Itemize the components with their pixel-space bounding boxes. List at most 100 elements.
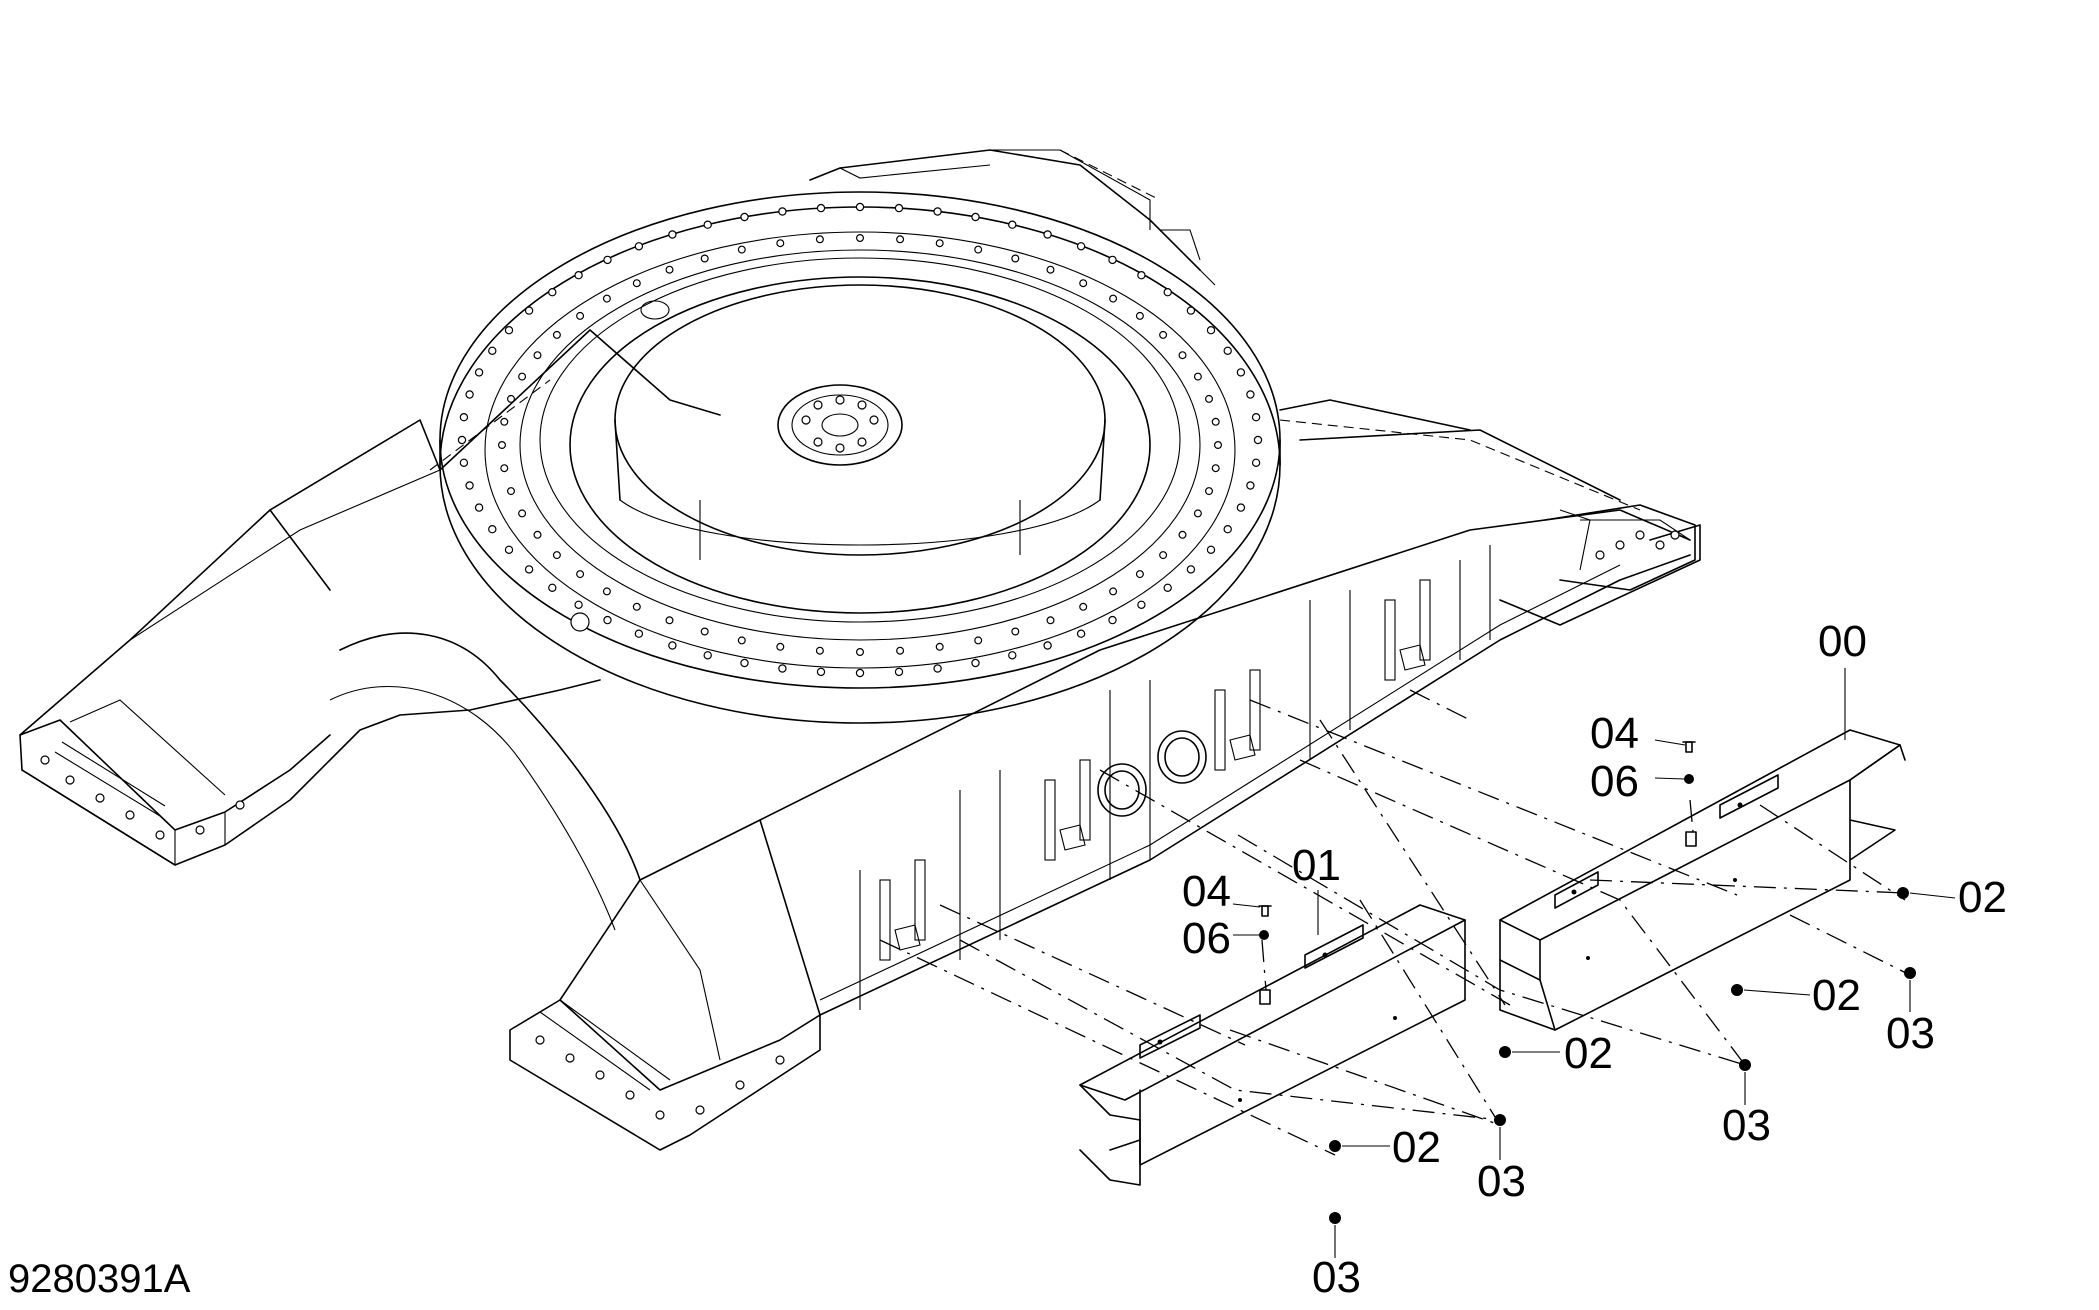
ring-bolt-hole [632, 279, 641, 288]
ring-bolt-hole [1046, 265, 1055, 274]
ring-bolt-hole [504, 545, 514, 555]
ring-bolt-hole [548, 288, 557, 297]
ring-bolt-hole [1246, 481, 1255, 490]
ring-bolt-hole [500, 417, 509, 426]
ring-bolt-hole [1043, 641, 1052, 650]
ring-bolt-hole [1108, 615, 1117, 625]
ring-bolt-hole [488, 346, 497, 355]
ring-bolt-hole [459, 458, 469, 467]
ring-bolt-hole [1163, 288, 1172, 297]
ring-bolt-hole [576, 311, 585, 320]
ring-bolt-hole [504, 326, 514, 335]
ring-bolt-hole [488, 525, 497, 534]
ring-bolt-hole [576, 570, 585, 579]
ring-bolt-hole [1011, 627, 1020, 636]
ring-bolt-hole [1223, 525, 1232, 534]
ring-bolt-hole [602, 587, 611, 596]
ring-bolt-hole [815, 235, 824, 244]
ring-bolt-hole [1011, 254, 1020, 263]
ring-bolt-hole [933, 207, 942, 216]
ring-bolt-hole [1079, 602, 1088, 611]
ring-bolt-hole [602, 294, 611, 303]
ring-bolt-hole [603, 615, 612, 625]
callout-03-c: 03 [1477, 1157, 1526, 1206]
ring-bolt-hole [1108, 255, 1117, 265]
callout-06-left: 06 [1182, 914, 1231, 963]
ring-bolt-hole [665, 616, 674, 625]
ring-bolt-hole [855, 647, 864, 656]
ring-bolt-hole [935, 642, 944, 651]
ring-bolt-hole [1223, 346, 1232, 355]
ring-bolt-hole [603, 255, 612, 265]
callout-02-b: 02 [1812, 971, 1861, 1020]
ring-bolt-hole [1109, 587, 1118, 596]
ring-bolt-hole [465, 390, 474, 399]
ring-bolt-hole [1109, 294, 1118, 303]
ring-bolt-hole [1251, 413, 1261, 422]
ring-bolt-hole [1236, 368, 1246, 377]
main-frame [19, 149, 1701, 1151]
fasteners [1258, 741, 1916, 1224]
ring-bolt-hole [1076, 242, 1086, 251]
callout-06-right: 06 [1590, 757, 1639, 806]
callout-02-c: 02 [1564, 1029, 1613, 1078]
ring-bolt-hole [1204, 487, 1213, 496]
leader-lines [1232, 668, 1956, 1258]
callout-04-left: 04 [1182, 867, 1231, 916]
callout-labels: 00 01 04 06 04 06 02 02 02 02 03 03 03 0… [1182, 617, 2007, 1302]
slewing-ring [439, 191, 1281, 724]
ring-bolt-hole [1137, 271, 1146, 280]
ring-bolt-hole [632, 602, 641, 611]
ring-bolt-hole [552, 330, 561, 339]
ring-bolt-hole [668, 641, 677, 650]
ring-bolt-hole [1163, 583, 1172, 593]
guard-part-01 [1079, 904, 1466, 1186]
ring-bolt-hole [574, 271, 583, 280]
ring-bolt-hole [524, 306, 534, 315]
ring-bolt-hole [474, 368, 484, 377]
ring-bolt-hole [935, 239, 944, 248]
ring-bolt-hole [776, 239, 785, 248]
ring-bolt-hole [1135, 570, 1144, 579]
ring-bolt-hole [1046, 616, 1055, 625]
ring-bolt-hole [1186, 306, 1196, 315]
ring-bolt-hole [1076, 629, 1086, 638]
ring-bolt-hole [855, 234, 864, 243]
ring-bolt-hole [634, 629, 644, 638]
ring-bolt-hole [1193, 372, 1202, 381]
ring-bolt-hole [665, 265, 674, 274]
ring-bolt-hole [1206, 545, 1216, 555]
ring-bolt-hole [933, 664, 942, 673]
ring-bolt-hole [737, 245, 746, 254]
alignment-lines [879, 689, 1911, 1156]
ring-bolt-hole [1251, 458, 1261, 467]
ring-bolt-hole [1135, 311, 1144, 320]
guard-part-00 [1499, 729, 1906, 1031]
ring-bolt-hole [740, 658, 749, 668]
ring-bolt-hole [703, 651, 712, 660]
ring-bolt-hole [507, 394, 516, 403]
ring-bolt-hole [1137, 600, 1146, 610]
ring-bolt-hole [816, 203, 826, 213]
ring-bolt-hole [518, 509, 527, 518]
ring-bolt-hole [474, 503, 484, 512]
ring-bolt-hole [974, 245, 983, 254]
ring-bolt-hole [1206, 326, 1216, 335]
ring-bolt-hole [894, 667, 904, 677]
ring-bolt-hole [740, 212, 749, 222]
ring-bolt-hole [700, 627, 709, 636]
callout-02-d: 02 [1392, 1123, 1441, 1172]
callout-03-b: 03 [1722, 1101, 1771, 1150]
ring-bolt-hole [855, 202, 865, 212]
callout-03-a: 03 [1886, 1009, 1935, 1058]
drawing-code: 9280391A [8, 1257, 191, 1301]
ring-bolt-hole [1079, 279, 1088, 288]
ring-bolt-hole [816, 667, 826, 677]
ring-bolt-hole [1193, 509, 1202, 518]
ring-bolt-hole [524, 565, 534, 574]
ring-bolt-hole [465, 481, 474, 490]
ring-bolt-hole [1211, 417, 1220, 426]
callout-04-right: 04 [1590, 709, 1639, 758]
ring-bolt-hole [1178, 530, 1187, 539]
ring-bolt-hole [1008, 220, 1017, 229]
